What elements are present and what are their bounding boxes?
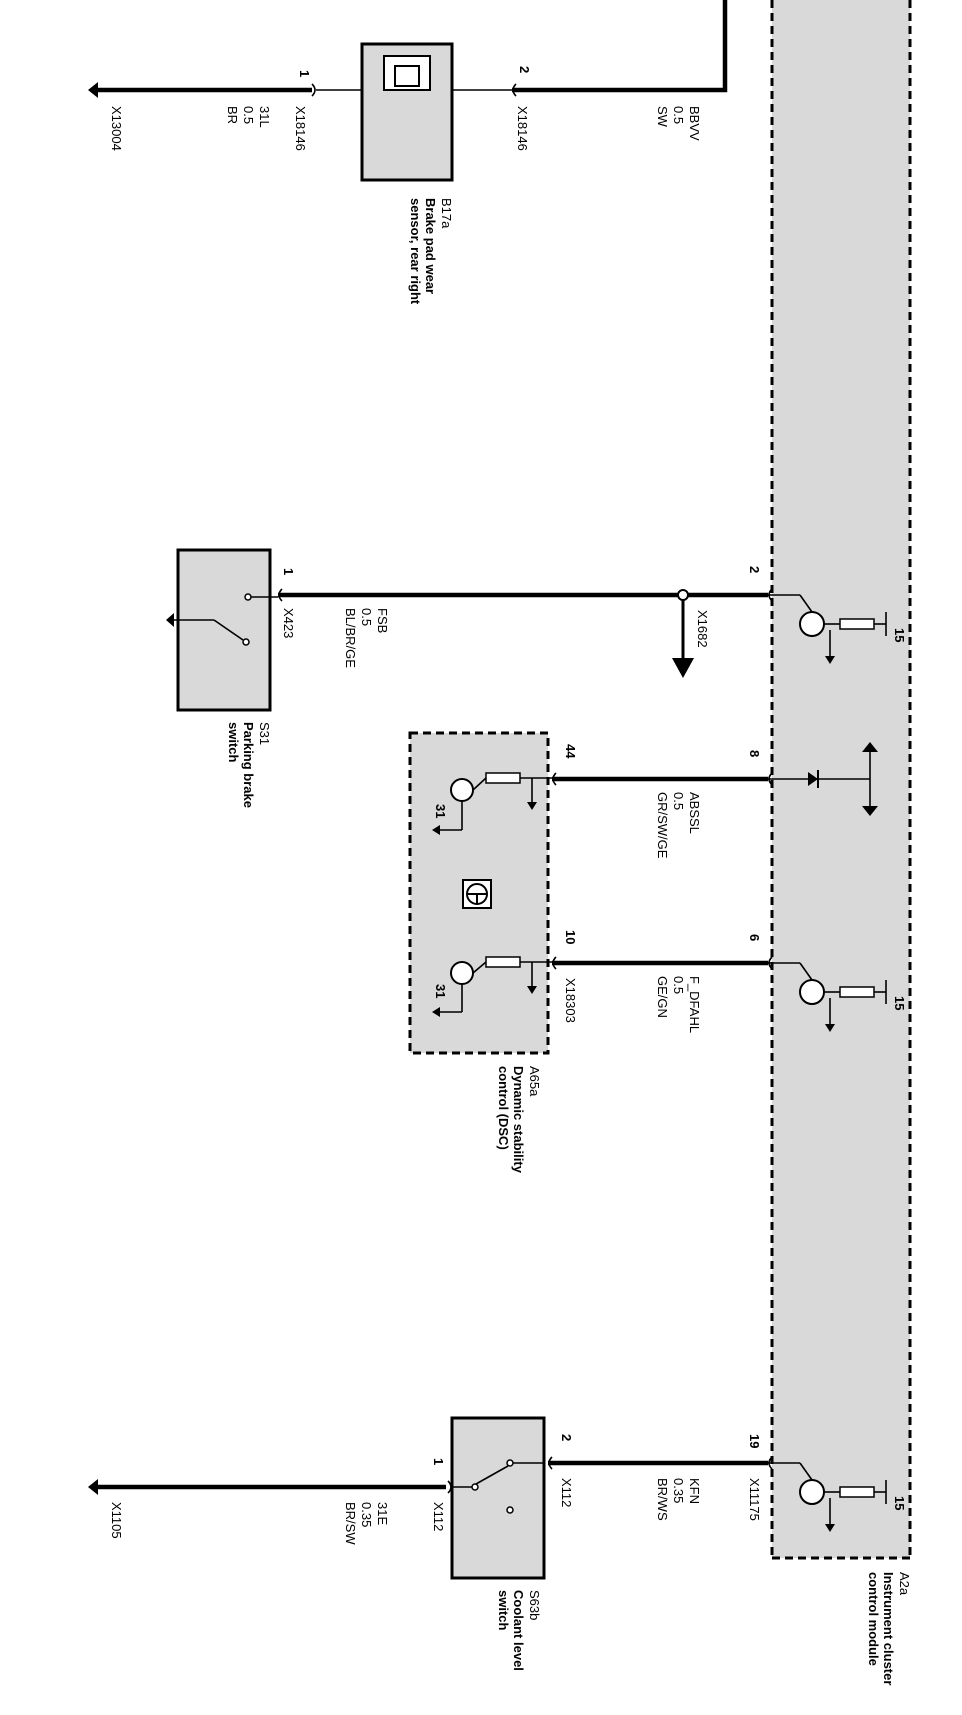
wire-name: F_DFAHL	[687, 976, 702, 1033]
component-name: Instrument cluster	[881, 1572, 896, 1685]
cluster-transistor-pin19	[768, 1462, 887, 1532]
led-indicator-icon	[768, 742, 878, 816]
ground-icon	[88, 82, 98, 98]
wire-color: GR/SW/GE	[655, 792, 670, 859]
wire-name: KFN	[687, 1478, 702, 1504]
wire-size: 0.5	[359, 608, 374, 626]
component-name: sensor, rear right	[408, 198, 423, 305]
cluster-transistor-pin2	[768, 594, 887, 664]
component-name: Brake pad wear	[423, 198, 438, 294]
pin-label: 19	[747, 1434, 762, 1448]
component-name: switch	[496, 1590, 511, 1631]
pin-label: 10	[563, 930, 578, 944]
pin-label: 6	[747, 934, 762, 941]
wire-color: BR/WS	[655, 1478, 670, 1521]
wire-color: SW	[655, 106, 670, 128]
connector-x18146-right	[512, 83, 517, 97]
connector-label: X18303	[563, 978, 578, 1023]
wire-size: 0.5	[671, 976, 686, 994]
splice-label: X1682	[695, 610, 710, 648]
component-name: Coolant level	[511, 1590, 526, 1671]
wire-bbvv	[512, 0, 728, 93]
pin-label: 2	[517, 66, 532, 73]
wire-size: 0.5	[671, 792, 686, 810]
dsc-module	[408, 731, 552, 1055]
wire-name: FSB	[375, 608, 390, 633]
ground-label: X13004	[109, 106, 124, 151]
component-name: control module	[866, 1572, 881, 1666]
wire-size: 0.35	[359, 1502, 374, 1527]
pin-label: 1	[281, 568, 296, 575]
wire-name: ABSSL	[687, 792, 702, 834]
connector-x18146-left	[311, 83, 316, 97]
component-code: B17a	[439, 198, 454, 229]
component-code: S63b	[527, 1590, 542, 1620]
coolant-level-switch	[450, 1416, 546, 1580]
component-name: switch	[226, 722, 241, 763]
pin-label: 44	[563, 744, 578, 759]
supply-label: 15	[892, 628, 907, 642]
splice-arrow-icon	[672, 600, 694, 678]
pin-label: 2	[747, 566, 762, 573]
connector-label: X18146	[515, 106, 530, 151]
ground-number: 31	[433, 804, 448, 818]
component-code: S31	[257, 722, 272, 745]
supply-label: 15	[892, 996, 907, 1010]
component-code: A2a	[897, 1572, 912, 1596]
wire-name: BBVV	[687, 106, 702, 141]
pin-label: 8	[747, 750, 762, 757]
pin-label: 2	[559, 1434, 574, 1441]
wire-name: 31E	[375, 1502, 390, 1525]
component-name: control (DSC)	[496, 1066, 511, 1150]
ground-icon	[88, 1479, 98, 1495]
connector-label: X112	[431, 1502, 446, 1531]
component-name: Parking brake	[241, 722, 256, 808]
pin-label: 1	[297, 70, 312, 77]
wire-size: 0.5	[671, 106, 686, 124]
connector-label: X112	[559, 1478, 574, 1507]
brake-pad-wear-sensor	[316, 42, 512, 182]
cluster-transistor-pin6	[768, 962, 887, 1032]
supply-label: 15	[892, 1496, 907, 1510]
wire-name: 31L	[257, 106, 272, 128]
parking-brake-switch	[166, 548, 278, 712]
wire-size: 0.5	[241, 106, 256, 124]
wire-color: BR/SW	[343, 1502, 358, 1545]
wire-color: GE/GN	[655, 976, 670, 1018]
ground-number: 31	[433, 984, 448, 998]
pin-label: 1	[431, 1458, 446, 1465]
wire-size: 0.35	[671, 1478, 686, 1503]
wire-color: BL/BR/GE	[343, 608, 358, 668]
component-name: Dynamic stability	[511, 1066, 526, 1174]
connector-label: X11175	[747, 1478, 762, 1521]
connector-label: X423	[281, 608, 296, 638]
ground-label: X1105	[109, 1502, 124, 1539]
wire-color: BR	[225, 106, 240, 124]
connector-label: X18146	[293, 106, 308, 151]
component-code: A65a	[527, 1066, 542, 1097]
